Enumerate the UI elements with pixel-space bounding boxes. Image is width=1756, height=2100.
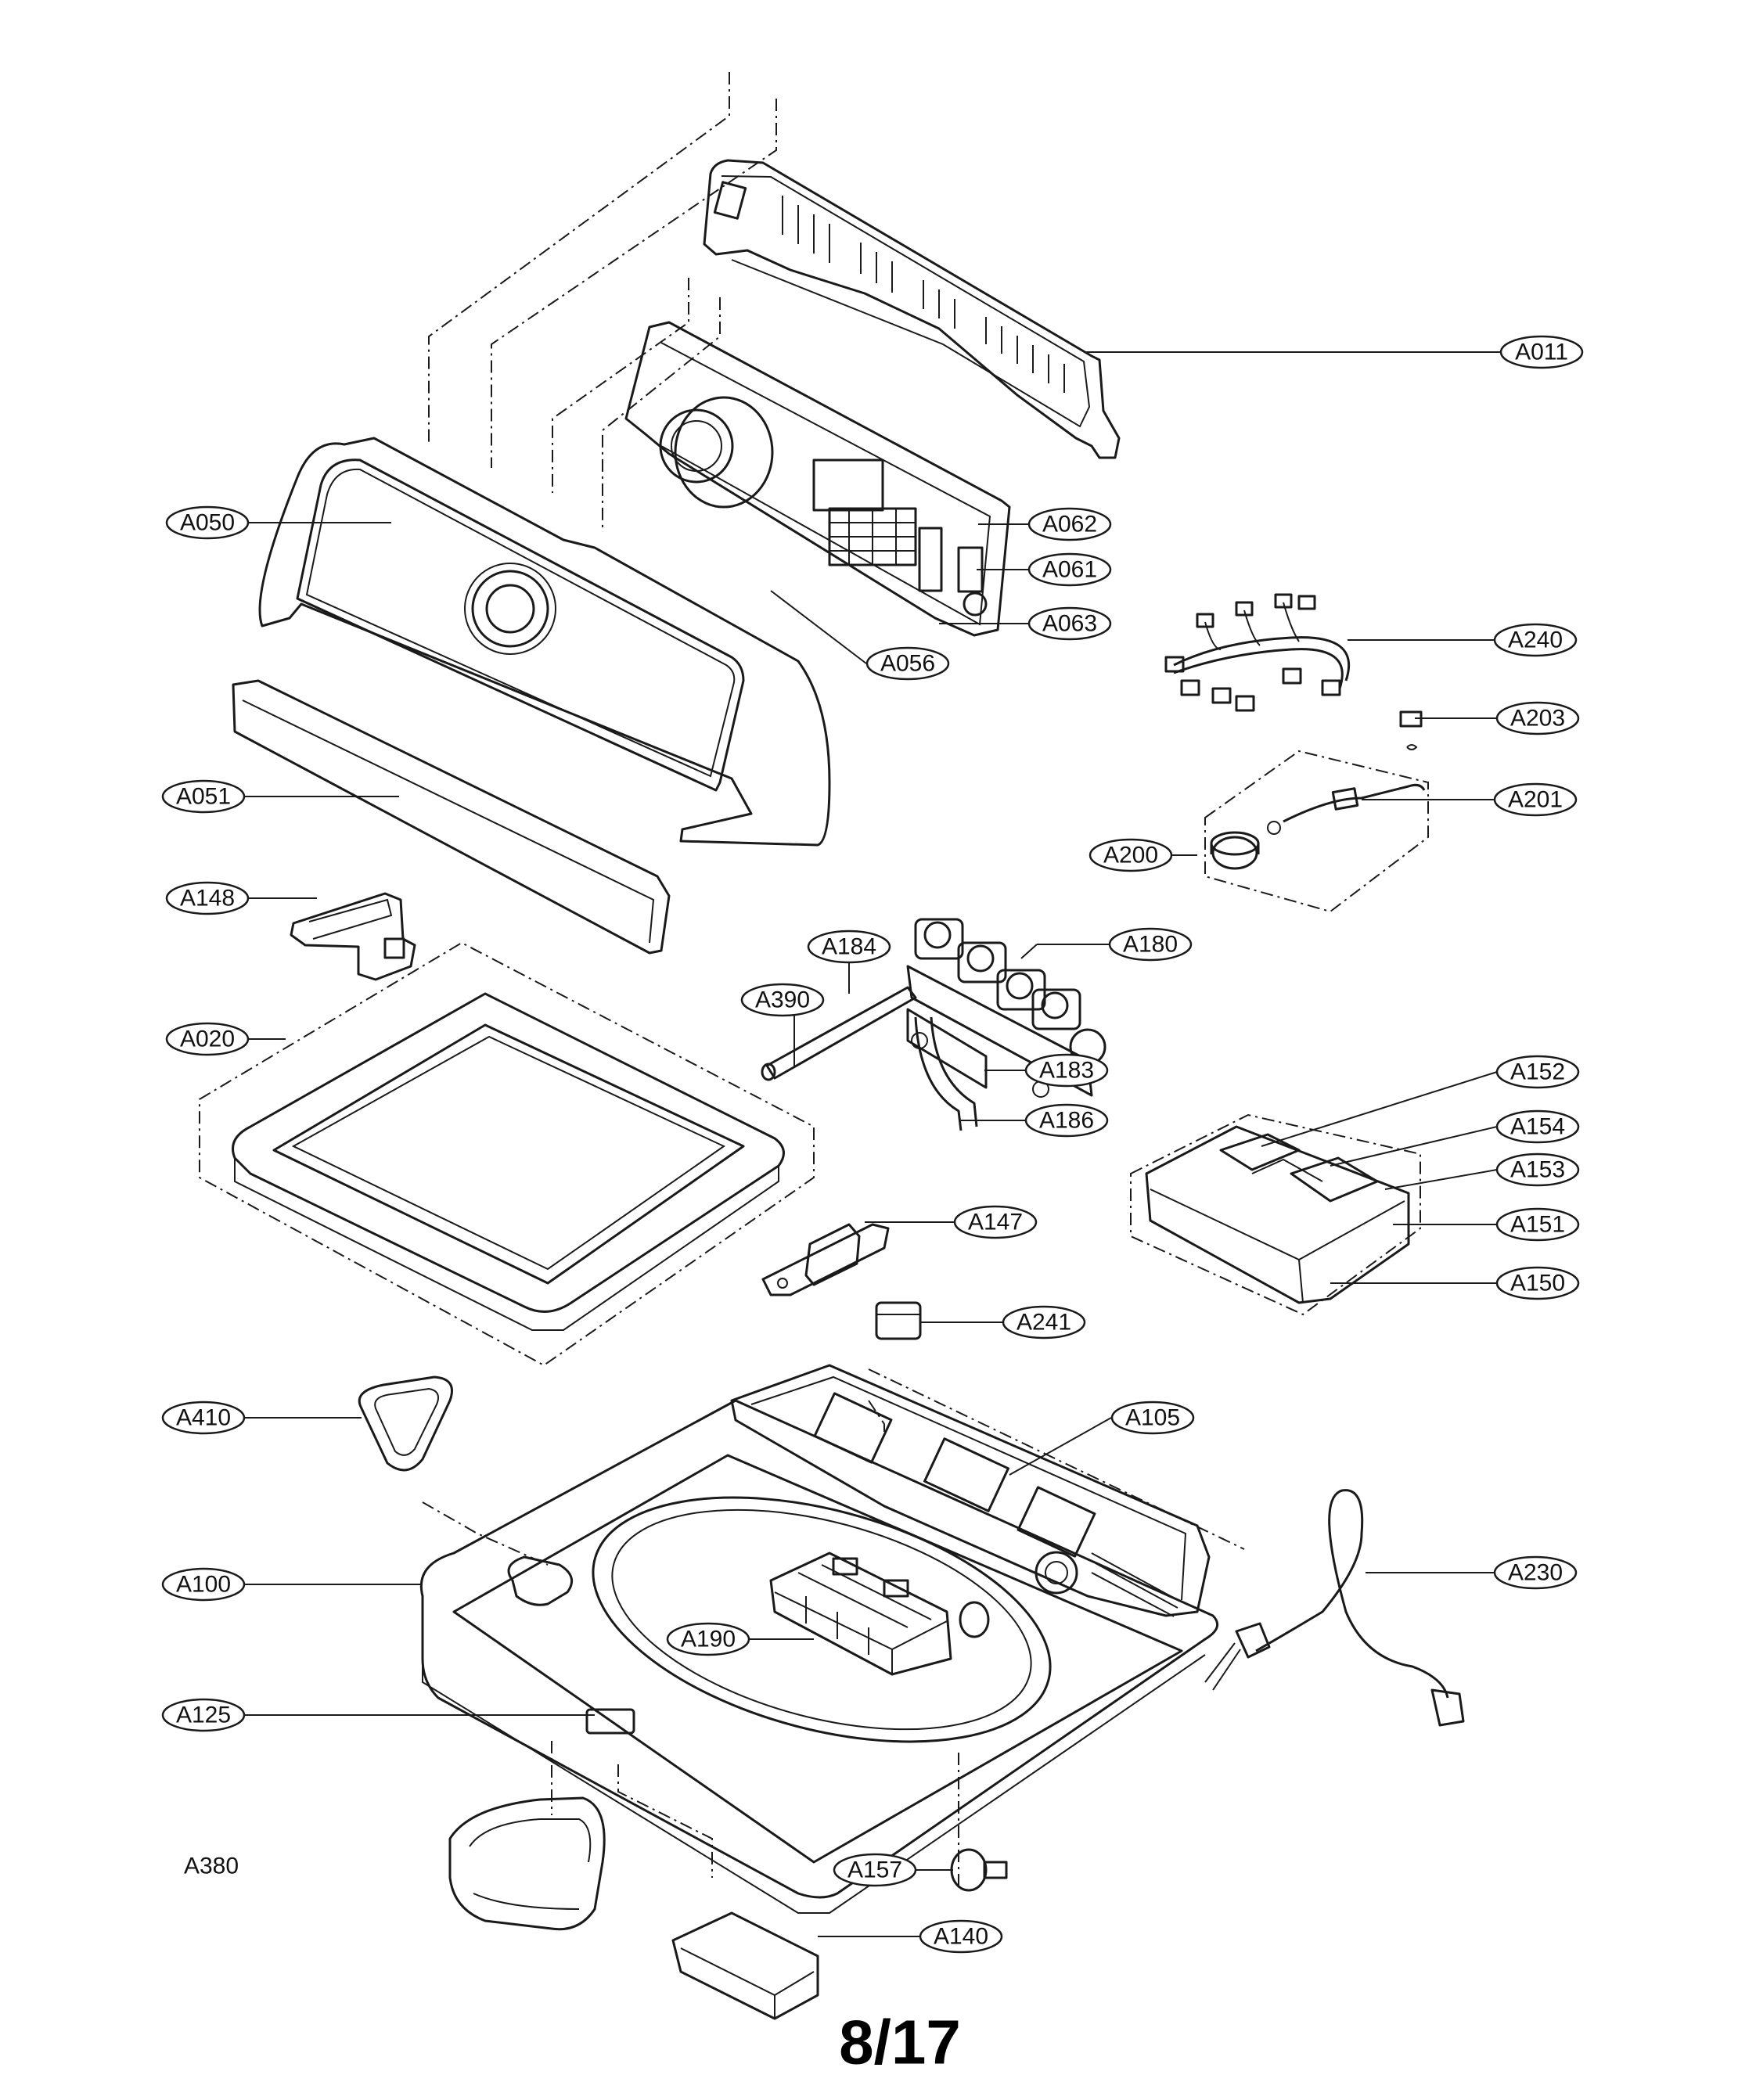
svg-text:A050: A050	[180, 510, 235, 536]
callout-a203: A203	[1495, 701, 1580, 735]
callout-a410: A410	[161, 1401, 246, 1435]
callout-a183: A183	[1024, 1053, 1109, 1088]
svg-text:A151: A151	[1510, 1212, 1565, 1238]
svg-text:A125: A125	[176, 1703, 231, 1728]
lid-hinge-bracket-right	[761, 1223, 890, 1296]
svg-text:A100: A100	[176, 1572, 231, 1598]
top-cover-assembly	[419, 1364, 1219, 1914]
power-cord	[1204, 1489, 1465, 1727]
inlet-valve-assembly	[906, 918, 1106, 1131]
svg-text:A011: A011	[1515, 340, 1568, 365]
callout-a201: A201	[1493, 782, 1578, 817]
callout-a150: A150	[1495, 1266, 1580, 1300]
callout-a063: A063	[1027, 606, 1112, 641]
svg-text:A201: A201	[1508, 787, 1563, 813]
callout-a125: A125	[161, 1698, 246, 1732]
svg-text:A203: A203	[1510, 706, 1565, 732]
lower-parts	[448, 1796, 1008, 2020]
lint-filter	[769, 1552, 952, 1676]
svg-text:A105: A105	[1125, 1405, 1180, 1431]
svg-text:A154: A154	[1510, 1114, 1565, 1140]
callout-a147: A147	[953, 1205, 1038, 1239]
svg-text:A051: A051	[176, 784, 231, 810]
callout-a062: A062	[1027, 507, 1112, 541]
callout-a154: A154	[1495, 1109, 1580, 1144]
svg-text:A184: A184	[822, 934, 876, 960]
callout-a050: A050	[165, 505, 250, 540]
callout-a105: A105	[1110, 1401, 1195, 1435]
svg-text:A152: A152	[1510, 1059, 1565, 1085]
pressure-switch-set	[1210, 710, 1426, 870]
dispenser-sensor	[875, 1301, 922, 1340]
svg-text:A140: A140	[934, 1924, 988, 1950]
valve-tube	[761, 986, 917, 1081]
svg-text:A062: A062	[1042, 512, 1097, 538]
svg-text:A390: A390	[755, 987, 810, 1013]
svg-text:A240: A240	[1508, 627, 1563, 653]
callout-a240: A240	[1493, 623, 1578, 657]
svg-text:A153: A153	[1510, 1157, 1565, 1183]
svg-text:A063: A063	[1042, 611, 1097, 637]
callout-a157: A157	[833, 1853, 917, 1887]
wire-harness	[1164, 593, 1351, 712]
callout-a180: A180	[1108, 927, 1193, 962]
callout-a148: A148	[165, 881, 250, 915]
callout-a190: A190	[666, 1622, 750, 1656]
svg-text:A157: A157	[847, 1857, 902, 1883]
leader-lines	[227, 351, 1502, 1937]
svg-text:A020: A020	[180, 1027, 235, 1052]
callout-a200: A200	[1089, 838, 1173, 872]
control-panel-rear-cover	[703, 159, 1121, 459]
lid-assembly	[232, 992, 785, 1331]
callout-a184: A184	[807, 930, 891, 964]
svg-text:A183: A183	[1039, 1058, 1094, 1084]
callout-a241: A241	[1002, 1305, 1086, 1339]
pcb-assembly	[624, 321, 1011, 637]
callout-a151: A151	[1495, 1207, 1580, 1242]
callout-a061: A061	[1027, 552, 1112, 587]
control-panel-front	[232, 437, 831, 955]
svg-text:A056: A056	[880, 651, 935, 677]
svg-text:A186: A186	[1039, 1108, 1094, 1134]
callout-a152: A152	[1495, 1055, 1580, 1089]
svg-text:A180: A180	[1123, 932, 1178, 958]
svg-text:A410: A410	[176, 1405, 231, 1431]
callout-a100: A100	[161, 1567, 246, 1602]
svg-text:A147: A147	[968, 1210, 1023, 1235]
svg-text:A200: A200	[1103, 843, 1158, 868]
top-cover-seal	[358, 1375, 453, 1472]
svg-text:A148: A148	[180, 886, 235, 912]
callout-a230: A230	[1493, 1555, 1578, 1590]
callout-a056: A056	[865, 646, 950, 681]
callout-a186: A186	[1024, 1103, 1109, 1138]
callout-a390: A390	[740, 983, 825, 1017]
detergent-dispenser	[1145, 1125, 1410, 1304]
callout-a020: A020	[165, 1022, 250, 1056]
lid-hinge-bracket-left	[290, 892, 416, 981]
callout-a140: A140	[919, 1919, 1003, 1954]
assembly-guide-lines	[199, 72, 1429, 1886]
svg-text:A241: A241	[1017, 1310, 1071, 1336]
callout-a153: A153	[1495, 1152, 1580, 1187]
callout-a051: A051	[161, 779, 246, 814]
svg-text:A230: A230	[1508, 1560, 1563, 1586]
svg-text:A061: A061	[1042, 557, 1097, 583]
svg-text:A190: A190	[681, 1627, 736, 1652]
callout-a011: A011	[1499, 335, 1584, 369]
callout-labels: A011 A050 A062 A061 A063 A056 A240 A203 …	[161, 335, 1584, 1954]
svg-text:A150: A150	[1510, 1271, 1565, 1296]
label-a380: A380	[184, 1854, 239, 1879]
page-number: 8/17	[839, 2008, 961, 2077]
